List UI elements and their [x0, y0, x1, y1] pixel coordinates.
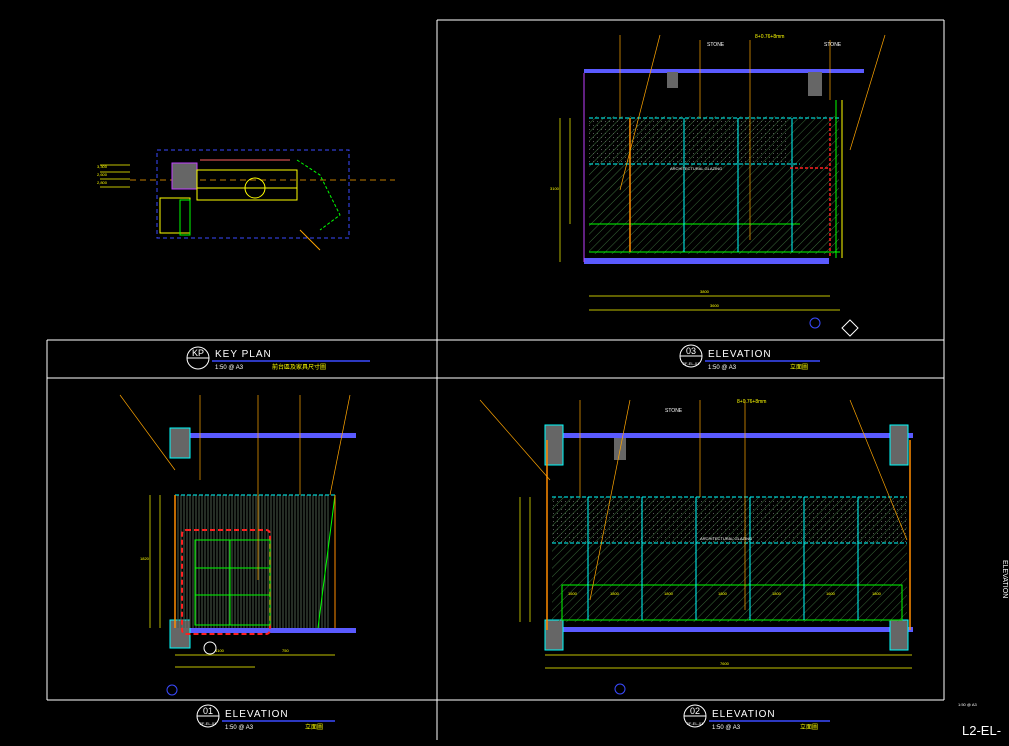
elevation-03-sub-tag: 2F-EL-01: [683, 361, 700, 366]
key-plan-dimension-lines: [100, 164, 130, 188]
key-plan-subtitle: 前台區及家具尺寸圖: [272, 363, 326, 371]
elevation-02-dim-3: 1800: [664, 591, 674, 596]
elevation-03-dim-3: 3100: [550, 186, 560, 191]
key-plan-tag: KP: [192, 348, 204, 358]
elevation-01-title-block: 01 2F-EL-01 ELEVATION 1:50 @ A3 立面圖: [196, 704, 335, 731]
sheet-side-label: ELEVATION: [1001, 560, 1008, 598]
elevation-02-dim-6: 1600: [826, 591, 836, 596]
elevation-02-dim-7: 1800: [872, 591, 882, 596]
elevation-03-callout-glazing: ARCHITECTURAL GLAZING: [670, 166, 722, 171]
key-plan-scale: 1:50 @ A3: [215, 365, 244, 371]
elevation-03-leaders: [619, 34, 886, 240]
elevation-02-tag: 02: [690, 706, 700, 716]
elevation-03-callout-stone-2: STONE: [824, 42, 842, 48]
elevation-01-scale: 1:50 @ A3: [225, 725, 254, 731]
elevation-02-subtitle: 立面圖: [800, 723, 818, 731]
elevation-03-subtitle: 立面圖: [790, 363, 808, 371]
elevation-01-dimension-lines: [149, 495, 335, 668]
elevation-02-dim-1: 1600: [568, 591, 578, 596]
key-plan-view[interactable]: 3,300 2,600 2,800: [97, 149, 395, 251]
elevation-01-leaders: [119, 394, 351, 580]
elevation-02-title-block: 02 2F-EL-01 ELEVATION 1:50 @ A3 立面圖: [683, 704, 830, 731]
elevation-02-dim-4: 1800: [718, 591, 728, 596]
elevation-02-dim-2: 1800: [610, 591, 620, 596]
elevation-01-dim-2: 750: [282, 648, 289, 653]
sheet-frame: [46, 19, 945, 740]
elevation-01-title: ELEVATION: [225, 709, 289, 720]
key-plan-dim-1: 3,300: [97, 164, 108, 169]
elevation-02-callout-glazing: ARCHITECTURAL GLAZING: [700, 536, 752, 541]
elevation-03-title: ELEVATION: [708, 349, 772, 360]
elevation-03-title-block: 03 2F-EL-01 ELEVATION 1:50 @ A3 立面圖: [679, 344, 820, 371]
key-plan-title: KEY PLAN: [215, 349, 272, 360]
elevation-03-view[interactable]: STONE 8+0.76+8mm STONE ARCHITECTURAL GLA…: [550, 34, 886, 337]
elevation-01-dim-1: 4100: [215, 648, 225, 653]
elevation-02-callout-stone: STONE: [665, 408, 683, 414]
elevation-03-scale: 1:50 @ A3: [708, 365, 737, 371]
elevation-01-dim-3: 1820: [140, 556, 150, 561]
elevation-01-tag: 01: [203, 706, 213, 716]
elevation-03-tag: 03: [686, 346, 696, 356]
elevation-01-sub-tag: 2F-EL-01: [200, 721, 217, 726]
elevation-02-sub-tag: 2F-EL-01: [687, 721, 704, 726]
elevation-03-dimension-lines: [559, 118, 840, 311]
elevation-02-dim-total: 7600: [720, 661, 730, 666]
elevation-01-view[interactable]: 4100 750 1820: [119, 394, 356, 696]
elevation-01-subtitle: 立面圖: [305, 723, 323, 731]
elevation-02-scale: 1:50 @ A3: [712, 725, 741, 731]
elevation-02-leaders: [479, 399, 908, 610]
key-plan-title-block: KP KEY PLAN 1:50 @ A3 前台區及家具尺寸圖: [186, 346, 370, 371]
elevation-02-dim-5: 1800: [772, 591, 782, 596]
elevation-03-dim-2: 3600: [710, 303, 720, 308]
elevation-03-callout-stone: STONE: [707, 42, 725, 48]
sheet-number: L2-EL-: [962, 723, 1001, 738]
sheet-scale-note: 1:50 @ A3: [958, 702, 978, 707]
elevation-02-callout-glass: 8+0.76+8mm: [737, 399, 766, 405]
elevation-03-callout-glass: 8+0.76+8mm: [755, 34, 784, 40]
elevation-02-title: ELEVATION: [712, 709, 776, 720]
elevation-02-view[interactable]: STONE 8+0.76+8mm ARCHITECTURAL GLAZING 7…: [479, 399, 913, 695]
key-plan-dim-2: 2,600: [97, 172, 108, 177]
sheet-info: 1:50 @ A3 L2-EL- ELEVATION: [958, 560, 1008, 738]
elevation-03-dim-1: 3800: [700, 289, 710, 294]
key-plan-dim-3: 2,800: [97, 180, 108, 185]
elevation-02-dimension-lines: [519, 497, 912, 669]
